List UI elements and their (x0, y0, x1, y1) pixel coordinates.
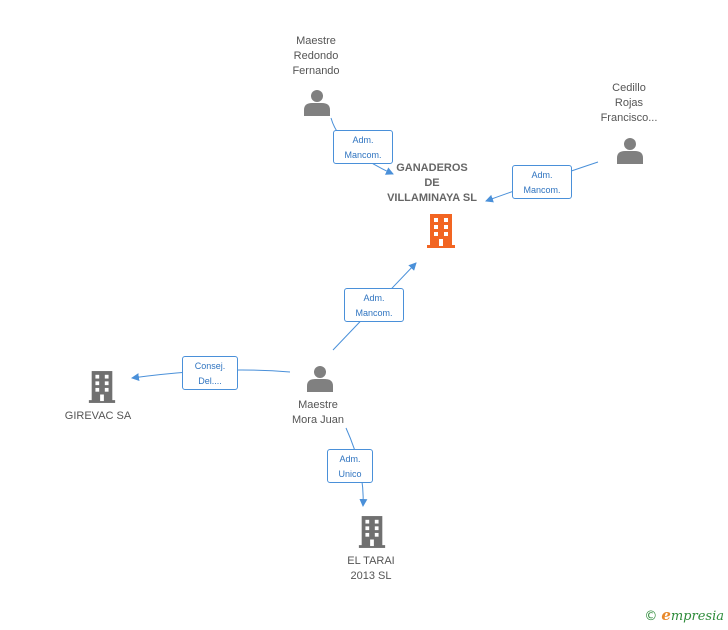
node-label-ganaderos: GANADEROS DE VILLAMINAYA SL (387, 162, 477, 204)
edge-label-redondo-ganaderos[interactable]: Adm. Mancom. (333, 130, 393, 164)
building-icon[interactable] (425, 214, 457, 248)
brand-name: mpresia (670, 609, 724, 624)
building-icon[interactable] (357, 515, 387, 549)
edge-label-mora-ganaderos[interactable]: Adm. Mancom. (344, 288, 404, 322)
person-icon[interactable] (303, 88, 331, 116)
empresia-watermark: ©empresia (644, 606, 724, 624)
node-label-maestre-redondo: Maestre Redondo Fernando (292, 35, 340, 77)
copyright-icon: © (644, 609, 658, 624)
edge-label-mora-tarai[interactable]: Adm. Unico (327, 449, 373, 483)
node-label-maestre-mora: Maestre Mora Juan (292, 399, 344, 426)
person-icon[interactable] (306, 364, 334, 392)
brand-initial: e (661, 606, 671, 624)
edge-label-cedillo-ganaderos[interactable]: Adm. Mancom. (512, 165, 572, 199)
node-label-cedillo-rojas: Cedillo Rojas Francisco... (600, 82, 658, 124)
node-label-girevac: GIREVAC SA (64, 410, 132, 422)
building-icon[interactable] (87, 370, 117, 404)
edge-label-mora-girevac[interactable]: Consej. Del.... (182, 356, 238, 390)
node-label-el-tarai: EL TARAI 2013 SL (347, 555, 395, 582)
person-icon[interactable] (616, 136, 644, 164)
